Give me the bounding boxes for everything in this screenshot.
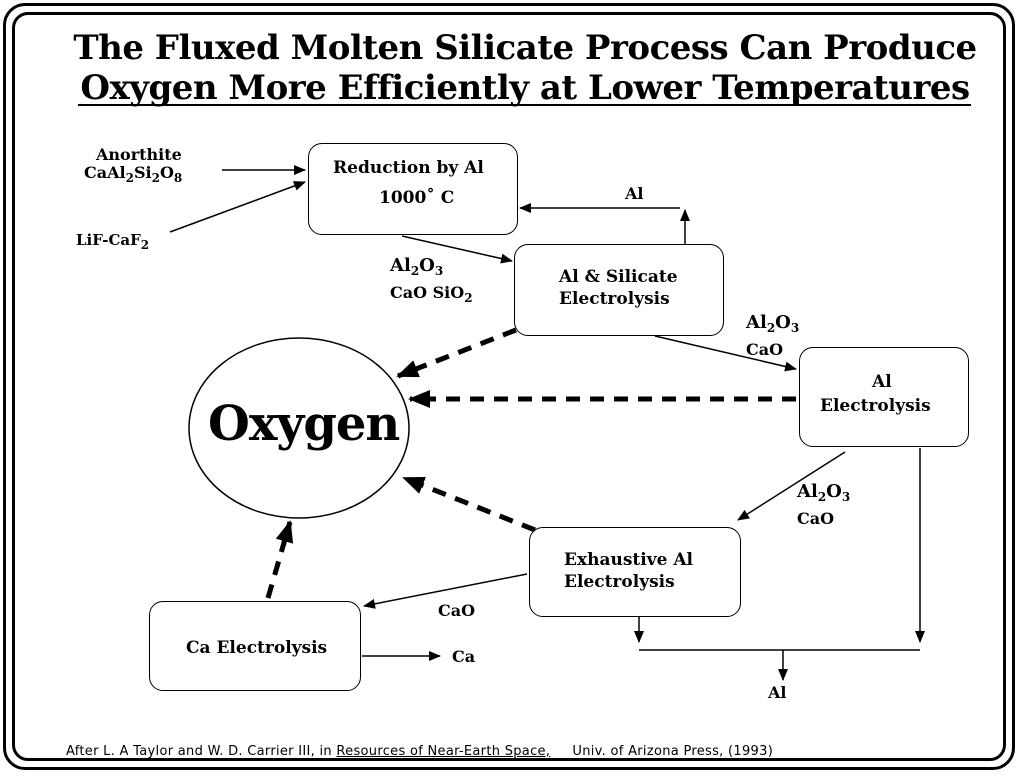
- cao-label-c: CaO: [797, 509, 835, 528]
- exhaustive-line-1: Exhaustive Al: [564, 550, 693, 570]
- al-return-label: Al: [625, 184, 644, 203]
- al-electrolysis-line-2: Electrolysis: [820, 396, 931, 416]
- al-electrolysis-box: Al Electrolysis: [799, 347, 969, 447]
- al-electrolysis-line-1: Al: [872, 372, 892, 392]
- arrow-silicate-to-al: [654, 335, 797, 372]
- exhaustive-line-2: Electrolysis: [564, 572, 675, 592]
- anorthite-formula: CaAl2Si2O8: [84, 163, 183, 185]
- oxygen-ellipse: [188, 337, 410, 519]
- dashed-silicate-to-oxygen: [396, 327, 517, 379]
- inner-frame: [12, 12, 1006, 761]
- reduction-line-2: 1000˚ C: [379, 188, 455, 208]
- flux-label: LiF-CaF2: [76, 231, 150, 252]
- arrow-exhaustive-to-ca: [363, 573, 528, 609]
- dashed-ca-to-oxygen: [265, 520, 294, 599]
- title-underline: [78, 104, 971, 106]
- cao-label-b: CaO: [746, 340, 784, 359]
- dashed-exhaustive-to-oxygen: [402, 475, 536, 533]
- title-line-2: Oxygen More Efficiently at Lower Tempera…: [80, 68, 970, 108]
- ca-out-label: Ca: [452, 647, 476, 666]
- cao-label-d: CaO: [438, 601, 476, 620]
- al-silicate-box: Al & Silicate Electrolysis: [514, 244, 724, 336]
- arrow-reduction-to-silicate: [401, 235, 513, 264]
- exhaustive-box: Exhaustive Al Electrolysis: [529, 527, 741, 617]
- al-silicate-line-2: Electrolysis: [559, 289, 670, 309]
- arrow-al-to-exhaustive: [737, 451, 846, 521]
- cao-sio2-label: CaO SiO2: [390, 283, 473, 305]
- ca-electrolysis-box: Ca Electrolysis: [149, 601, 361, 691]
- al2o3-label-a: Al2O3: [390, 255, 444, 279]
- reduction-box: Reduction by Al 1000˚ C: [308, 143, 518, 235]
- anorthite-label: Anorthite: [96, 145, 182, 164]
- citation-footer: After L. A Taylor and W. D. Carrier III,…: [66, 744, 774, 759]
- ca-electrolysis-line-1: Ca Electrolysis: [186, 638, 328, 658]
- arrow-flux: [169, 181, 306, 233]
- outer-frame: [3, 3, 1015, 770]
- title-line-1: The Fluxed Molten Silicate Process Can P…: [73, 28, 977, 68]
- al-silicate-line-1: Al & Silicate: [559, 267, 678, 287]
- al2o3-label-b: Al2O3: [746, 312, 800, 336]
- al2o3-label-c: Al2O3: [797, 481, 851, 505]
- oxygen-label: Oxygen: [208, 396, 400, 452]
- al-out-label: Al: [768, 683, 787, 702]
- reduction-line-1: Reduction by Al: [333, 158, 484, 178]
